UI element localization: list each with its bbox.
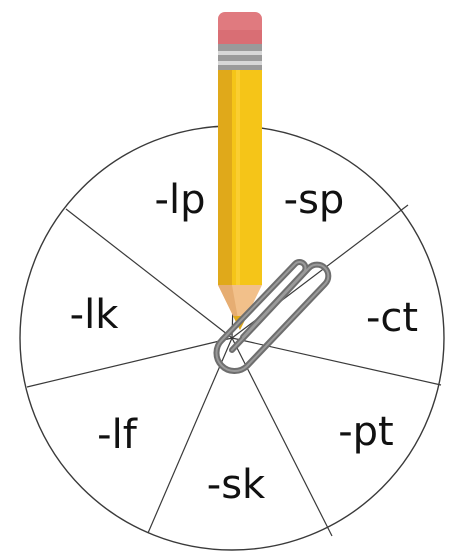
divider-upper-left [65,208,233,339]
segment-label-sk: -sk [207,462,266,508]
segment-labels: -lp -sp -ct -pt -sk -lf -lk [70,177,418,508]
divider-lower-right [231,337,333,537]
segment-label-lp: -lp [155,177,206,223]
paperclip-highlight [215,261,330,373]
segment-label-ct: -ct [366,295,418,341]
segment-label-sp: -sp [284,177,345,223]
divider-lower-left [147,337,233,534]
segment-label-lf: -lf [97,412,138,458]
pencil-icon [218,12,262,330]
segment-label-pt: -pt [338,409,394,455]
divider-left [26,337,233,388]
segment-label-lk: -lk [70,292,120,338]
